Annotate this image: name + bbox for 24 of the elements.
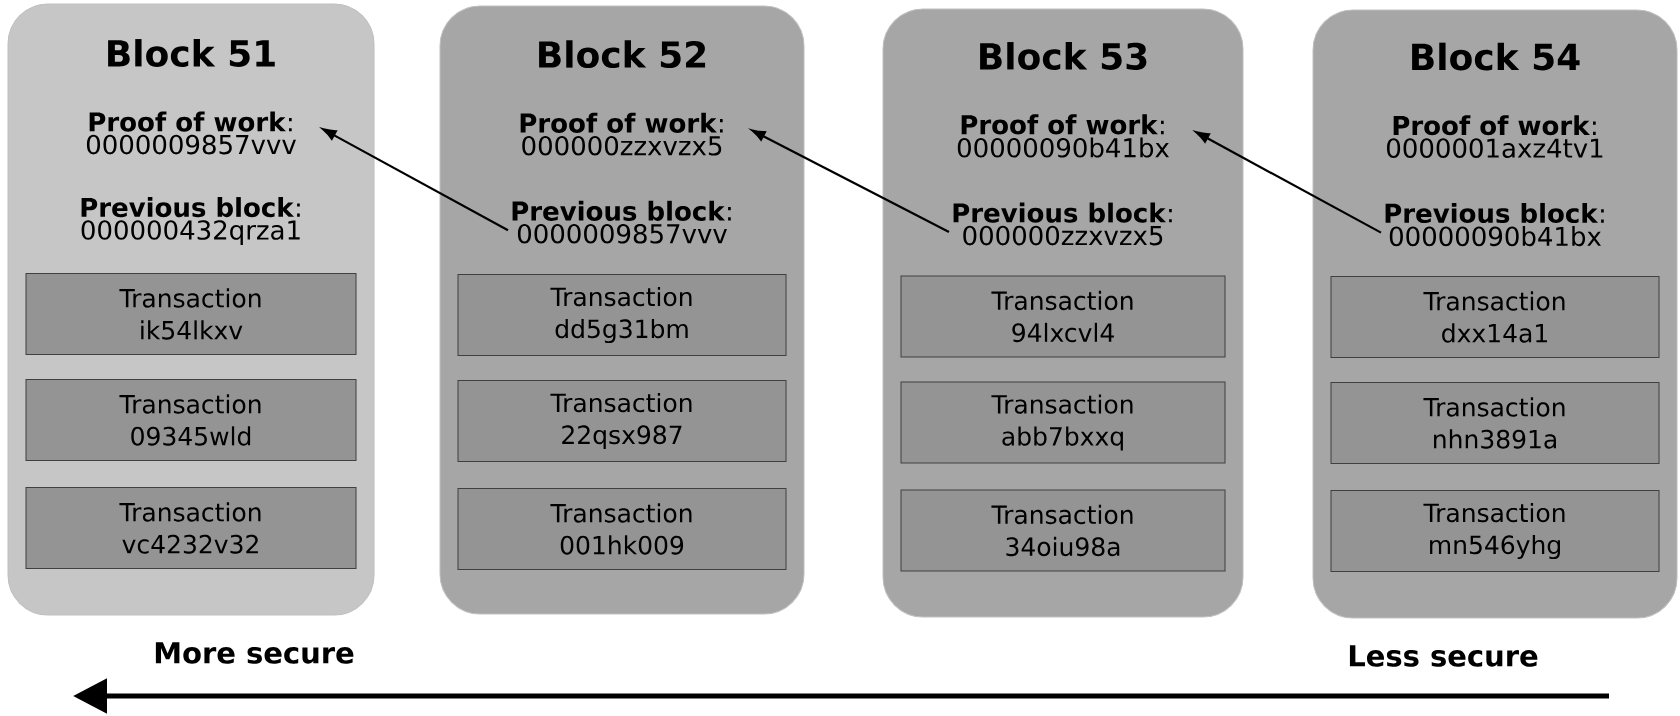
transaction-box: Transaction nhn3891a [1330,382,1660,464]
transaction-box: Transaction vc4232v32 [25,487,357,569]
field-text: Previous block: 0000009857vvv [512,200,731,244]
direction-label: Less secure [1349,645,1538,667]
transaction-box: Transaction 001hk009 [457,488,787,570]
transaction-box: Transaction abb7bxxq [900,381,1226,464]
transaction-box: Transaction dxx14a1 [1330,276,1660,358]
arrow [1195,131,1382,234]
transaction-box: Transaction 34oiu98a [900,489,1226,572]
transaction-box: Transaction 22qsx987 [457,380,787,462]
transaction-box: Transaction dd5g31bm [457,274,787,356]
transaction-box: Transaction 09345wld [25,379,357,461]
transaction-box: Transaction mn546yhg [1330,490,1660,572]
field-text: Previous block: 000000zzxvzx5 [953,202,1172,246]
direction-label: More secure [155,642,354,664]
transaction-box: Transaction ik54lkxv [25,273,357,355]
field-text: Previous block: 00000090b41bx [1385,202,1604,247]
transaction-box: Transaction 94lxcvl4 [900,275,1226,358]
arrow [322,128,509,232]
field-text: Proof of work: 00000090b41bx [957,114,1169,158]
field-text: Proof of work: 0000009857vvv [86,111,296,155]
field-text: Proof of work: 0000001axz4tv1 [1387,115,1603,158]
field-text: Proof of work: 000000zzxvzx5 [520,112,723,156]
field-text: Previous block: 000000432qrza1 [81,197,300,245]
